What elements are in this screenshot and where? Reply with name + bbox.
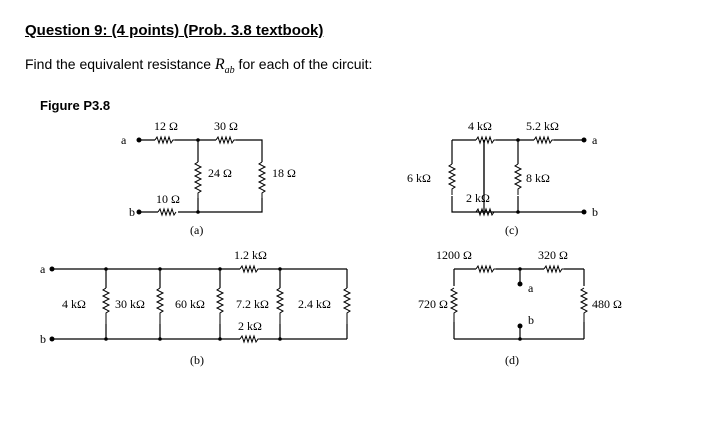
label-8k: 8 kΩ [526, 171, 550, 185]
r-var-sub: ab [224, 65, 235, 77]
label-60k: 60 kΩ [175, 297, 205, 311]
caption-a: (a) [190, 223, 203, 237]
node-b8 [278, 337, 282, 341]
label-720: 720 Ω [418, 297, 448, 311]
node-b2 [158, 267, 162, 271]
r-var-main: R [214, 56, 225, 73]
resistor-24 [193, 161, 203, 201]
terminal-a-label: a [40, 262, 46, 276]
resistor-480 [579, 287, 589, 325]
resistor-30 [215, 135, 236, 145]
resistor-4k [475, 135, 496, 145]
resistor-18 [257, 161, 267, 201]
label-1-2k: 1.2 kΩ [234, 248, 267, 262]
label-1200: 1200 Ω [436, 248, 472, 262]
label-4k: 4 kΩ [468, 119, 492, 133]
terminal-b-label: b [40, 332, 46, 346]
resistor-1-2k [239, 264, 260, 274]
node-b5 [104, 337, 108, 341]
label-2k: 2 kΩ [466, 191, 490, 205]
label-320: 320 Ω [538, 248, 568, 262]
node-a1 [196, 138, 200, 142]
resistor-30k [155, 287, 165, 328]
node-c2 [516, 210, 520, 214]
resistor-2k [475, 207, 496, 217]
circuit-b: a b 4 kΩ 30 kΩ 60 kΩ 7.2 kΩ 2.4 kΩ 1.2 k… [40, 248, 352, 367]
wire-a-top [139, 139, 263, 213]
wire-b [52, 268, 348, 340]
terminal-b-label: b [528, 313, 534, 327]
resistor-60k [215, 287, 225, 328]
terminal-a-label: a [121, 133, 127, 147]
resistor-720 [449, 287, 459, 325]
resistor-10 [157, 207, 177, 217]
caption-d: (d) [505, 353, 519, 367]
label-4k: 4 kΩ [62, 297, 86, 311]
label-24: 24 Ω [208, 166, 232, 180]
label-30: 30 Ω [214, 119, 238, 133]
node-b1 [104, 267, 108, 271]
label-6k: 6 kΩ [407, 171, 431, 185]
caption-b: (b) [190, 353, 204, 367]
node-b3 [218, 267, 222, 271]
circuit-d: a b 1200 Ω 320 Ω 720 Ω 480 Ω (d) [418, 248, 622, 367]
node-b4 [278, 267, 282, 271]
label-30k: 30 kΩ [115, 297, 145, 311]
prompt-after: for each of the circuit: [234, 56, 373, 72]
label-2-4k: 2.4 kΩ [298, 297, 331, 311]
resistor-8k [513, 163, 523, 195]
terminal-b-dot [517, 323, 523, 329]
label-18: 18 Ω [272, 166, 296, 180]
node-b6 [158, 337, 162, 341]
question-title: Question 9: (4 points) (Prob. 3.8 textbo… [25, 22, 324, 39]
prompt-before: Find the equivalent resistance [25, 56, 215, 72]
circuit-a: a b 12 Ω 30 Ω 24 Ω 18 Ω 10 Ω (a) [121, 119, 296, 237]
resistor-5-2k [533, 135, 554, 145]
circuit-c: a b 4 kΩ 5.2 kΩ 6 kΩ 8 kΩ 2 kΩ (c) [407, 119, 598, 237]
wire-d [453, 268, 585, 340]
terminal-a-label: a [528, 281, 534, 295]
terminal-b-label: b [592, 205, 598, 219]
terminal-b-label: b [129, 205, 135, 219]
terminal-b-dot [136, 209, 142, 215]
figure-label: Figure P3.8 [40, 98, 111, 113]
terminal-a-dot [517, 281, 523, 287]
node-d1 [518, 267, 522, 271]
label-12: 12 Ω [154, 119, 178, 133]
label-480: 480 Ω [592, 297, 622, 311]
resistor-2-4k [342, 287, 352, 328]
label-10: 10 Ω [156, 192, 180, 206]
resistor-320 [543, 264, 564, 274]
node-a2 [196, 210, 200, 214]
resistor-12 [154, 135, 175, 145]
label-2k: 2 kΩ [238, 319, 262, 333]
resistor-1200 [475, 264, 496, 274]
terminal-a-dot [581, 137, 587, 143]
node-c1 [516, 138, 520, 142]
label-7-2k: 7.2 kΩ [236, 297, 269, 311]
resistor-4k [101, 287, 111, 328]
resistor-6k [447, 163, 457, 195]
terminal-b-dot [581, 209, 587, 215]
node-b7 [218, 337, 222, 341]
caption-c: (c) [505, 223, 518, 237]
resistor-7-2k [275, 287, 285, 328]
terminal-a-label: a [592, 133, 598, 147]
resistor-2k [239, 334, 260, 344]
node-d2 [518, 337, 522, 341]
question-prompt: Find the equivalent resistance Rab for e… [25, 56, 372, 76]
r-var: Rab [214, 56, 235, 77]
label-5-2k: 5.2 kΩ [526, 119, 559, 133]
